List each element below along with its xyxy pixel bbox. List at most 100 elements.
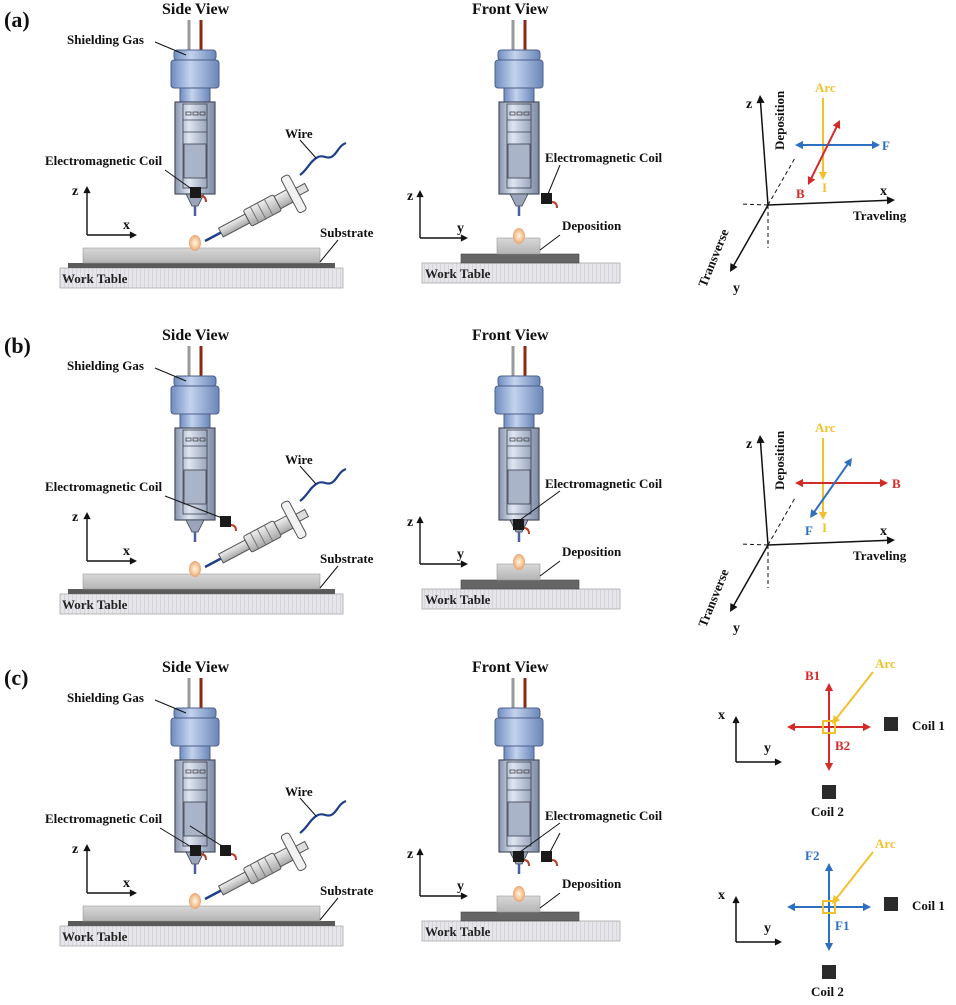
- electromagnetic-coil-label: Electromagnetic Coil: [545, 808, 662, 823]
- current-label: I: [822, 520, 827, 535]
- arrowhead: [787, 902, 796, 912]
- arrow-shaft: [759, 100, 769, 206]
- arrow-shaft: [732, 204, 769, 268]
- feeder-end: [295, 840, 310, 854]
- welding-torch: [170, 20, 220, 216]
- wire-feeder: [204, 174, 310, 243]
- arrowhead: [732, 716, 740, 724]
- arrowhead: [756, 95, 765, 104]
- welding-torch: [170, 678, 220, 874]
- y-axis-label: y: [764, 741, 771, 756]
- y-axis-label: y: [457, 547, 464, 562]
- leader-line: [299, 465, 317, 485]
- substrate: [82, 573, 321, 590]
- coil-lead: [200, 853, 207, 861]
- arrowhead: [83, 186, 91, 194]
- shielding-gas-label: Shielding Gas: [67, 32, 144, 47]
- coil-1: [884, 717, 898, 731]
- force-f1-label: F1: [835, 918, 849, 933]
- arc: [513, 886, 525, 902]
- arrowhead: [824, 863, 834, 872]
- work-table-plate: [460, 253, 580, 264]
- torch-inner: [506, 429, 532, 515]
- electromagnetic-coil-2: [220, 845, 237, 861]
- torch-slot: [509, 769, 516, 774]
- arrowhead: [871, 140, 880, 150]
- axis-dash: [739, 203, 769, 206]
- arc-marker: [822, 900, 836, 914]
- arrowhead: [460, 234, 468, 242]
- torch-slot: [192, 111, 199, 116]
- electromagnetic-coil-2: [541, 851, 558, 867]
- arrowhead: [818, 171, 828, 180]
- arrowhead: [832, 715, 841, 724]
- arrowhead: [824, 683, 834, 692]
- leader-line: [164, 169, 194, 191]
- substrate-label: Substrate: [320, 551, 374, 566]
- wire-tip: [204, 556, 224, 569]
- torch-nozzle: [509, 193, 529, 207]
- arrow-shaft: [767, 539, 890, 546]
- z-axis-arrow: [416, 516, 424, 564]
- coil-body: [220, 845, 231, 856]
- deposition-label: Deposition: [562, 218, 622, 233]
- panel-label: (c): [4, 665, 28, 690]
- arrowhead: [416, 190, 424, 198]
- torch-neck: [179, 87, 211, 103]
- arrow-shaft: [809, 124, 839, 181]
- coil-2-label: Coil 2: [811, 984, 844, 999]
- coil-body: [513, 851, 524, 862]
- x-axis-label: x: [123, 218, 130, 233]
- front-view-title: Front View: [472, 327, 549, 344]
- arc-glow: [513, 228, 525, 244]
- wire-label: Wire: [285, 452, 313, 467]
- torch-slot: [516, 111, 523, 116]
- front-view-title: Front View: [472, 1, 549, 18]
- welding-torch: [494, 678, 544, 874]
- y-axis-label: y: [457, 221, 464, 236]
- y-axis-label: y: [733, 281, 740, 296]
- welding-torch: [494, 346, 544, 542]
- arrow-shaft: [812, 462, 850, 514]
- substrate: [82, 905, 321, 922]
- z-axis-arrow: [416, 848, 424, 896]
- y-axis-arrow: [420, 560, 468, 568]
- torch-cap: [497, 375, 541, 387]
- welding-torch: [494, 20, 544, 216]
- arrowhead: [756, 435, 765, 444]
- torch-inner: [506, 761, 532, 847]
- force-vector: [810, 458, 852, 518]
- arc-label: Arc: [815, 80, 836, 95]
- leader-line: [319, 565, 339, 589]
- electromagnetic-coil-1: [513, 851, 530, 867]
- z-axis-label: z: [407, 515, 413, 530]
- torch-slot: [516, 437, 523, 442]
- deposition-label: Deposition: [562, 876, 622, 891]
- coil-body: [190, 187, 201, 198]
- torch-cap: [173, 49, 217, 61]
- torch-cap: [497, 707, 541, 719]
- arrowhead: [83, 512, 91, 520]
- coil-2: [822, 785, 836, 799]
- panel-label: (a): [4, 7, 30, 32]
- z-axis-label: z: [407, 847, 413, 862]
- arc-arrow: [832, 851, 874, 904]
- wire-label: Wire: [285, 126, 313, 141]
- side-view-title: Side View: [162, 659, 230, 676]
- x-axis-arrow: [732, 716, 740, 762]
- leader-line: [159, 827, 194, 849]
- arrowhead: [787, 722, 796, 732]
- force-label: F: [882, 138, 890, 153]
- arrow-shaft: [767, 199, 890, 206]
- coil-lead: [523, 859, 530, 867]
- z-axis-label: z: [72, 510, 78, 525]
- coil-body: [513, 519, 524, 530]
- torch-inner: [506, 103, 532, 189]
- wire-tip: [204, 888, 224, 901]
